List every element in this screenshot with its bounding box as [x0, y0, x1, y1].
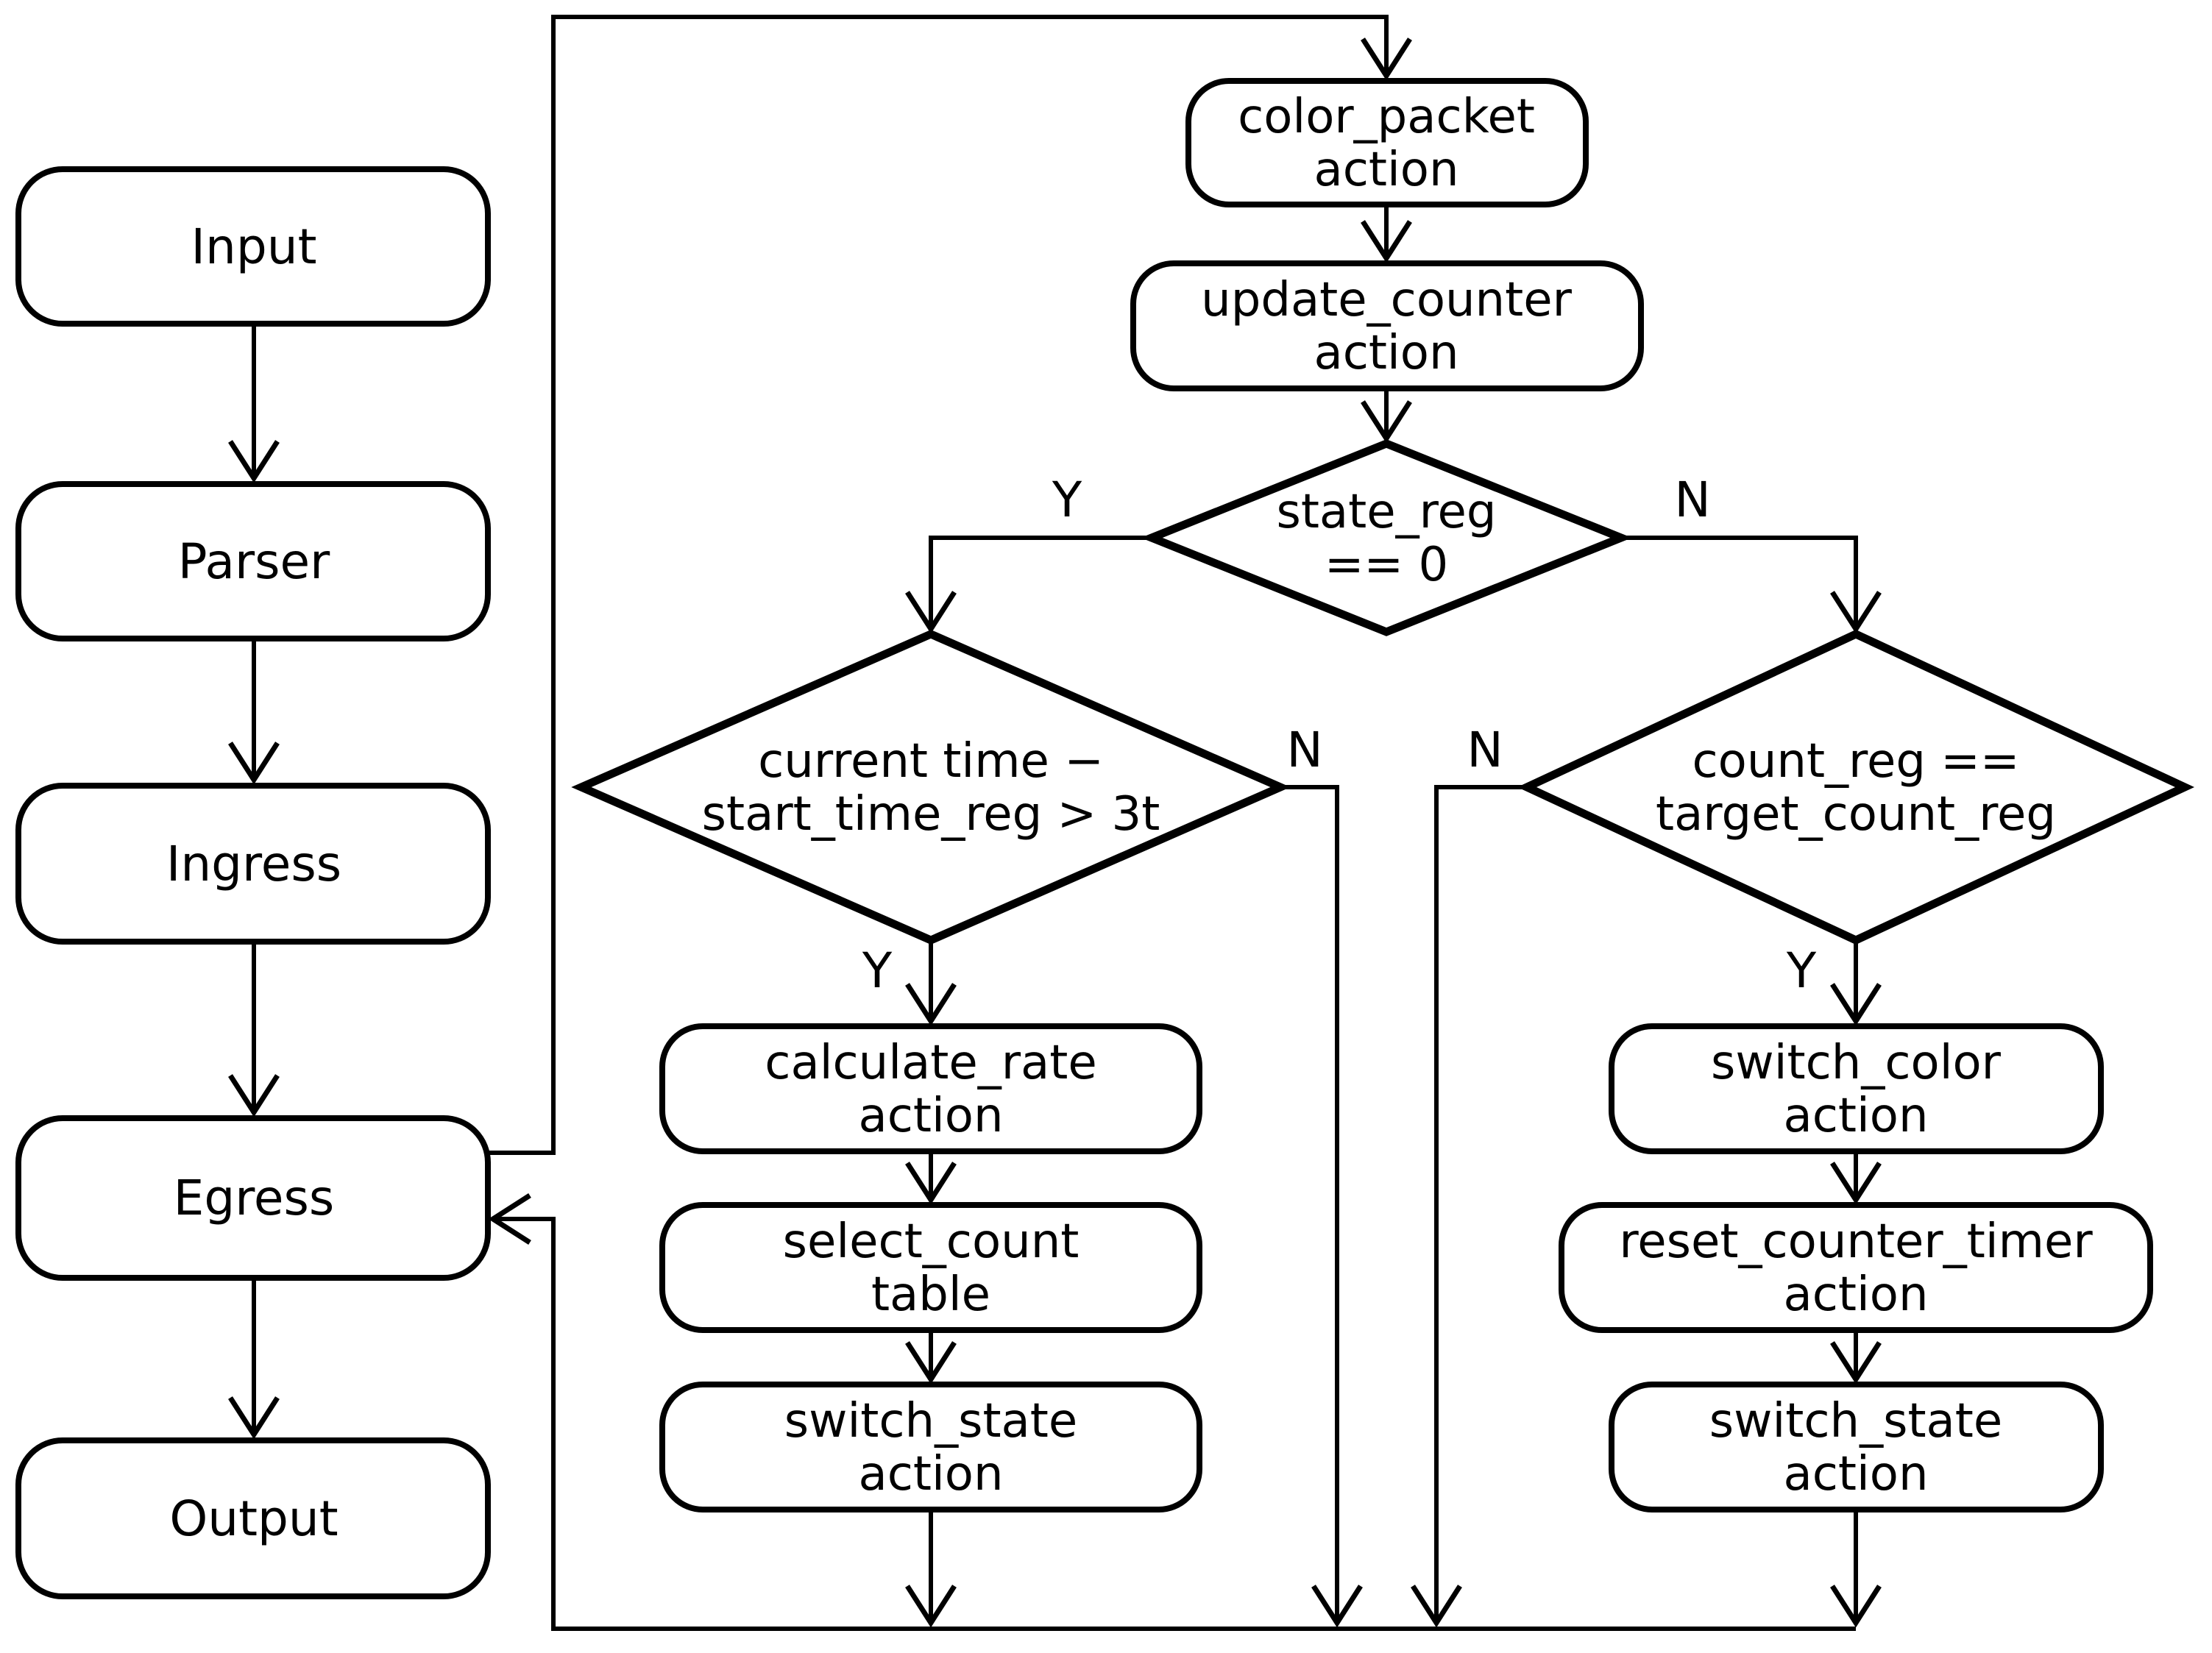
edge-state-reg-yes [931, 536, 1152, 629]
action-nodes-top: color_packet action update_counter actio… [1130, 78, 1644, 391]
decision-state-reg-label-line1: state_reg [1276, 485, 1496, 539]
node-select-count-label-line1: select_count [783, 1215, 1080, 1269]
decision-timer-check [571, 629, 1291, 945]
pipeline-node-ingress-label: Ingress [166, 836, 341, 892]
node-color-packet-label-line1: color_packet [1238, 90, 1535, 144]
pipeline-node-parser-label: Parser [178, 533, 330, 590]
edge-egress-recirculate-to-color-packet [488, 15, 1386, 1155]
edge-count-no-merge [1436, 785, 1527, 1623]
pipeline-node-input [15, 166, 491, 327]
node-color-packet-label-line2: action [1314, 143, 1459, 197]
node-update-counter [1130, 260, 1644, 391]
branch-labels: Y N Y N Y N [862, 472, 1817, 999]
node-color-packet [1185, 78, 1589, 207]
pipeline-node-parser [15, 481, 491, 641]
node-calculate-rate [659, 1023, 1202, 1154]
node-switch-color-label-line2: action [1784, 1089, 1929, 1143]
pipeline-node-egress [15, 1115, 491, 1281]
edges [254, 15, 1856, 1631]
decision-timer-check-label-line1: current time − [758, 734, 1104, 789]
node-switch-state-right-label-line1: switch_state [1709, 1394, 2002, 1448]
node-calculate-rate-label-line2: action [859, 1089, 1004, 1143]
decision-count-check-label-line1: count_reg == [1692, 734, 2019, 789]
decision-timer-check-label-line2: start_time_reg > 3t [702, 787, 1160, 842]
pipeline-node-egress-label: Egress [174, 1170, 335, 1226]
node-reset-counter-timer-label-line2: action [1784, 1268, 1929, 1322]
node-select-count-label-line2: table [871, 1268, 990, 1322]
node-switch-color-label-line1: switch_color [1711, 1036, 2002, 1090]
branch-label-timer-yes: Y [862, 942, 893, 999]
pipeline-node-output-label: Output [169, 1490, 338, 1547]
decision-state-reg [1141, 439, 1632, 636]
decision-count-check-label-line2: target_count_reg [1656, 787, 2056, 842]
edge-state-reg-no [1621, 536, 1856, 629]
node-switch-color [1609, 1023, 2104, 1154]
node-switch-state-left-label-line1: switch_state [784, 1394, 1077, 1448]
node-switch-state-right [1609, 1382, 2104, 1512]
action-nodes-left-branch: calculate_rate action select_count table… [659, 1023, 1202, 1512]
decision-nodes: state_reg == 0 current time − start_time… [571, 439, 2195, 945]
pipeline-node-input-label: Input [191, 218, 317, 275]
node-update-counter-label-line2: action [1314, 326, 1459, 380]
node-update-counter-label-line1: update_counter [1201, 273, 1572, 327]
branch-label-count-no: N [1467, 722, 1503, 778]
decision-count-check [1517, 629, 2195, 945]
node-switch-state-left-label-line2: action [859, 1447, 1004, 1501]
branch-label-count-yes: Y [1786, 942, 1817, 999]
node-calculate-rate-label-line1: calculate_rate [765, 1036, 1096, 1090]
branch-label-timer-no: N [1286, 722, 1322, 778]
action-nodes-right-branch: switch_color action reset_counter_timer … [1559, 1023, 2153, 1512]
edge-merge-return-egress [493, 1219, 1856, 1631]
node-switch-state-left [659, 1382, 1202, 1512]
decision-state-reg-label-line2: == 0 [1325, 538, 1448, 592]
pipeline-node-output [15, 1437, 491, 1599]
edge-timer-no-merge [1280, 785, 1337, 1623]
node-reset-counter-timer-label-line1: reset_counter_timer [1619, 1215, 2093, 1269]
node-switch-state-right-label-line2: action [1784, 1447, 1929, 1501]
pipeline-column: Input Parser Ingress Egress Output [15, 166, 491, 1599]
branch-label-state-reg-yes: Y [1052, 472, 1082, 528]
node-select-count [659, 1202, 1202, 1333]
branch-label-state-reg-no: N [1674, 472, 1710, 528]
pipeline-node-ingress [15, 783, 491, 945]
node-reset-counter-timer [1559, 1202, 2153, 1333]
